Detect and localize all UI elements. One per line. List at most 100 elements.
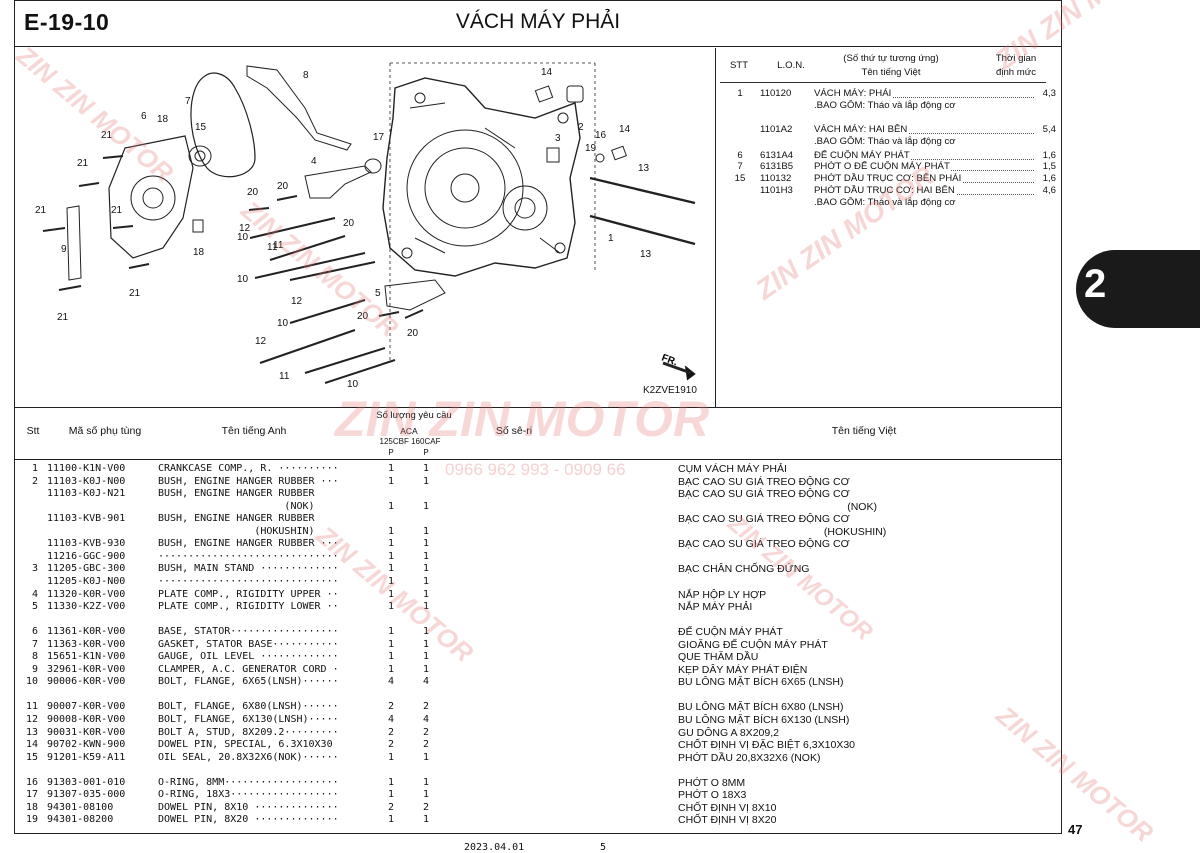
ref-name: .BAO GỒM: Tháo và lắp động cơ	[814, 197, 957, 208]
parts-table-header: Stt Mã số phụ tùng Tên tiếng Anh Số lượn…	[14, 408, 1062, 460]
row-qty-160: 1	[422, 588, 430, 600]
row-part-no: 11103-K0J-N00	[47, 475, 126, 487]
page-frame	[14, 0, 1062, 834]
callout-10: 10	[347, 379, 359, 390]
ref-header-stt: STT	[729, 60, 749, 71]
watermark-brand: ZIN ZIN MOTOR	[335, 391, 710, 447]
callout-11: 11	[273, 240, 284, 251]
row-qty-125: 1	[387, 776, 395, 788]
diagram-code: K2ZVE1910	[643, 385, 697, 396]
callout-7: 7	[185, 96, 191, 107]
callout-21: 21	[129, 288, 141, 299]
row-name-vn: (NOK)	[678, 500, 877, 513]
row-name-en: BUSH, MAIN STAND ·············	[158, 563, 339, 575]
ref-name: PHỚT DẦU TRỤC CƠ: HAI BÊN	[814, 185, 956, 196]
col-header-name-vn: Tên tiếng Việt	[831, 425, 897, 437]
ref-header-name-2: Tên tiếng Việt	[861, 67, 921, 78]
row-qty-160: 2	[422, 739, 430, 751]
row-name-en: DOWEL PIN, SPECIAL, 6.3X10X30	[158, 739, 333, 751]
row-qty-125: 2	[387, 726, 395, 738]
ref-name: PHỚT DẦU TRỤC CƠ: BÊN PHẢI	[814, 173, 963, 184]
row-name-vn: PHỚT DẦU 20,8X32X6 (NOK)	[678, 751, 821, 764]
exploded-parts-diagram: 1234567891010101011111112121213131414151…	[35, 62, 697, 396]
direction-label: FR.	[660, 352, 679, 368]
row-part-no: 11320-K0R-V00	[47, 588, 126, 600]
callout-21: 21	[57, 312, 69, 323]
ref-name: ĐẾ CUỘN MÁY PHÁT	[814, 150, 911, 161]
row-name-en: DOWEL PIN, 8X10 ··············	[158, 801, 339, 813]
row-name-vn: QUE THĂM DẦU	[678, 651, 759, 664]
callout-21: 21	[77, 158, 89, 169]
callout-20: 20	[357, 311, 369, 322]
ref-stt: 7	[737, 161, 743, 172]
ref-time: 1,6	[1034, 173, 1056, 185]
callout-10: 10	[277, 318, 289, 329]
row-qty-160: 1	[422, 563, 430, 575]
row-name-en: PLATE COMP., RIGIDITY LOWER ··	[158, 601, 339, 613]
divider-vertical	[715, 48, 717, 408]
ref-stt: 15	[734, 173, 746, 184]
row-qty-160: 1	[422, 663, 430, 675]
row-stt: 12	[25, 714, 38, 725]
table-row	[14, 764, 1062, 777]
callout-21: 21	[101, 130, 113, 141]
row-name-en: CLAMPER, A.C. GENERATOR CORD ·	[158, 663, 339, 675]
ref-leader-dots	[814, 88, 1054, 98]
row-stt: 11	[25, 701, 38, 713]
ref-lon: 6131A4	[760, 150, 794, 161]
row-stt: 4	[31, 588, 38, 600]
row-name-en: BUSH, ENGINE HANGER RUBBER	[158, 513, 315, 525]
row-name-vn: BẠC CAO SU GIÁ TREO ĐỘNG CƠ	[678, 513, 850, 526]
ref-name: VÁCH MÁY: PHẢI	[814, 88, 893, 99]
callout-20: 20	[277, 181, 289, 192]
ref-lon: 110120	[760, 88, 792, 99]
callout-20: 20	[343, 218, 355, 229]
callout-12: 12	[255, 336, 267, 347]
row-qty-160: 1	[422, 626, 430, 638]
row-part-no: 15651-K1N-V00	[47, 651, 126, 663]
row-qty-125: 1	[387, 601, 395, 613]
row-qty-125: 1	[387, 814, 395, 826]
callout-10: 10	[237, 274, 249, 285]
row-qty-160: 4	[422, 676, 430, 688]
row-qty-125: 1	[387, 500, 395, 512]
ref-stt: 6	[737, 150, 743, 161]
callout-11: 11	[279, 371, 290, 382]
row-qty-125: 4	[387, 676, 395, 688]
table-row	[14, 689, 1062, 702]
col-header-qty-sub: ACA	[400, 426, 418, 436]
col-header-name-en: Tên tiếng Anh	[221, 425, 287, 437]
ref-name: .BAO GỒM: Tháo và lắp động cơ	[814, 136, 957, 147]
row-part-no: 11103-K0J-N21	[47, 488, 126, 500]
row-name-vn: CHỐT ĐỊNH VỊ 8X10	[678, 801, 777, 814]
row-name-en: BUSH, ENGINE HANGER RUBBER	[158, 488, 315, 500]
callout-numbers: 1234567891010101011111112121213131414151…	[35, 67, 652, 390]
row-name-vn: PHỚT O 8MM	[678, 776, 746, 789]
ref-lon: 6131B5	[760, 161, 794, 172]
callout-18: 18	[193, 247, 205, 258]
page-number: 47	[1068, 822, 1083, 837]
row-stt: 9	[31, 663, 38, 675]
ref-header-name-1: (Số thứ tự tương ứng)	[843, 53, 939, 64]
col-header-qty-models: 125CBF 160CAF	[379, 437, 441, 446]
ref-time: 4,6	[1034, 185, 1056, 197]
callout-5: 5	[375, 288, 381, 299]
row-name-en: PLATE COMP., RIGIDITY UPPER ··	[158, 588, 339, 600]
row-qty-160: 1	[422, 550, 430, 562]
callout-4: 4	[311, 156, 317, 167]
row-qty-160: 1	[422, 789, 430, 801]
row-qty-125: 2	[387, 801, 395, 813]
callout-12: 12	[239, 223, 251, 234]
